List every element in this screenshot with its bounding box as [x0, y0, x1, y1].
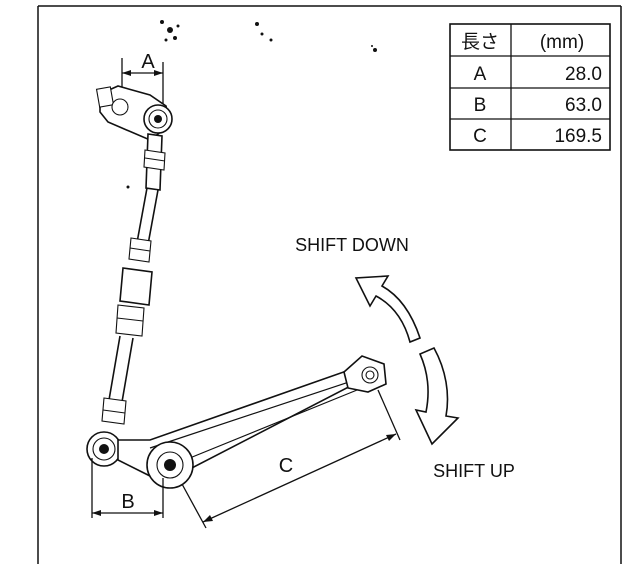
- upper-rod: [101, 133, 166, 425]
- table-cell-label-b: B: [474, 95, 487, 116]
- figure-frame: [37, 5, 622, 564]
- shift-arm: [117, 355, 387, 489]
- dimension-c: C: [181, 389, 401, 529]
- dimension-c-label: C: [279, 455, 293, 477]
- table-cell-label-c: C: [473, 126, 487, 147]
- scan-specks: [126, 20, 377, 189]
- dimension-b: B: [91, 458, 164, 518]
- shift-down-arrow: [354, 275, 421, 344]
- table-cell-value-c: 169.5: [554, 126, 602, 147]
- table-cell-label-a: A: [474, 64, 487, 85]
- shift-down-label: SHIFT DOWN: [295, 235, 409, 255]
- upper-clamp: [95, 85, 173, 141]
- dimension-table: 長さ (mm) A 28.0 B 63.0 C 169.5: [449, 23, 611, 151]
- shift-up-arrow: [414, 346, 460, 446]
- shift-up-label: SHIFT UP: [433, 461, 515, 481]
- table-header-length: 長さ: [461, 32, 499, 53]
- table-header-unit: (mm): [540, 32, 584, 53]
- table-cell-value-a: 28.0: [565, 64, 602, 85]
- table-cell-value-b: 63.0: [565, 95, 602, 116]
- dimension-b-label: B: [121, 491, 134, 513]
- dimension-a-label: A: [141, 51, 155, 73]
